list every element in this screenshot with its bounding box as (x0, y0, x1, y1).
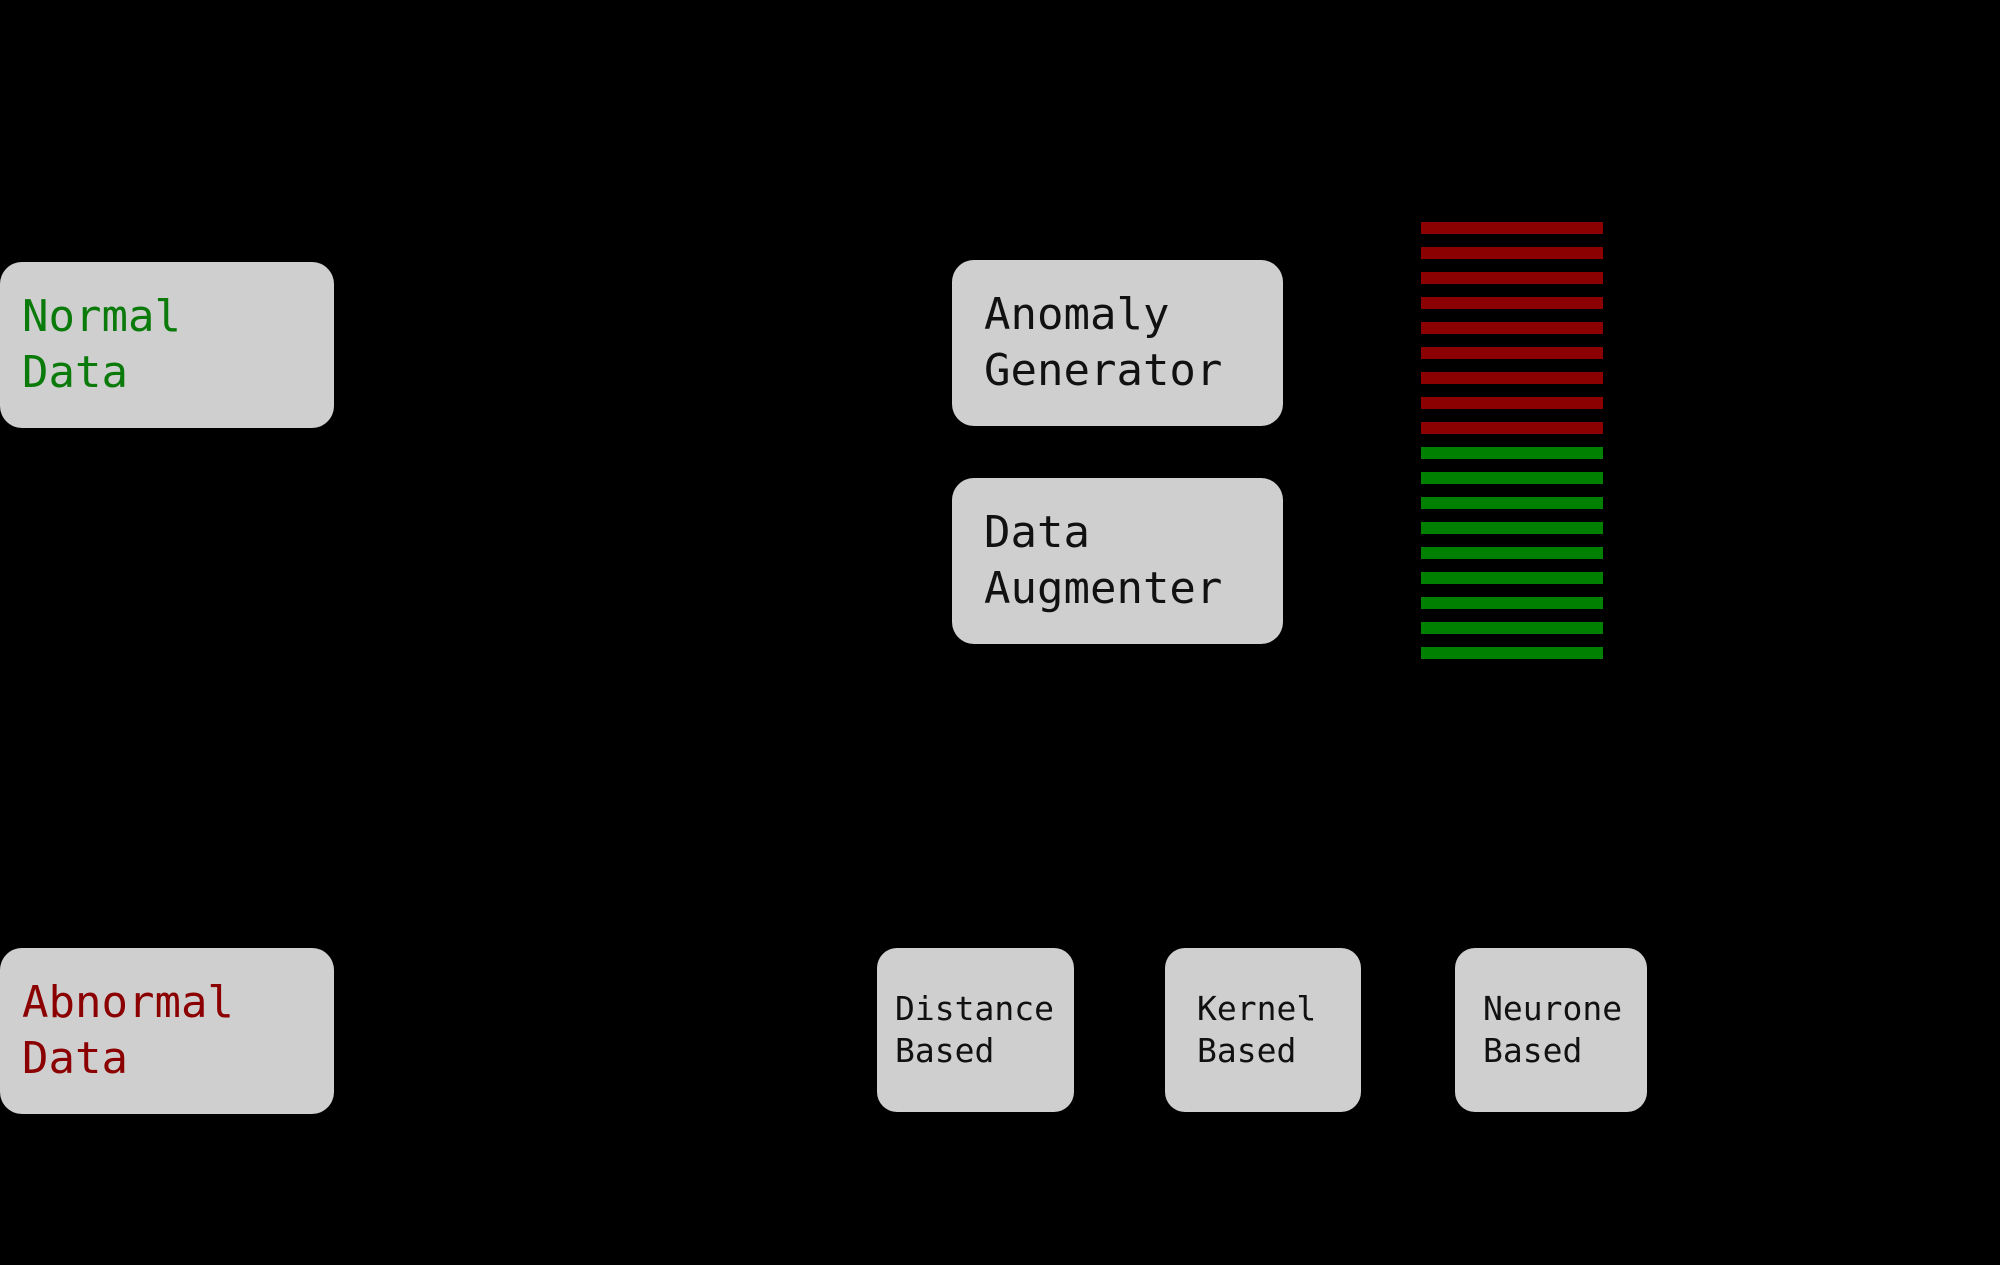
node-anomaly-generator-line2: Generator (984, 345, 1223, 396)
node-anomaly-generator-line1: Anomaly (984, 288, 1170, 340)
node-kernel-based-line1: Kernel (1197, 988, 1317, 1028)
node-distance-based[interactable]: Distance Based (877, 948, 1074, 1112)
stripe-stack (1421, 222, 1603, 674)
stripe-normal (1421, 522, 1603, 534)
stripe-normal (1421, 622, 1603, 634)
stripe-abnormal (1421, 422, 1603, 434)
stripe-abnormal (1421, 397, 1603, 409)
stripe-normal (1421, 497, 1603, 509)
node-neurone-based[interactable]: Neurone Based (1455, 948, 1647, 1112)
node-neurone-based-line1: Neurone (1483, 988, 1623, 1028)
node-data-augmenter[interactable]: Data Augmenter (952, 478, 1283, 644)
stripe-abnormal (1421, 272, 1603, 284)
stripe-normal (1421, 547, 1603, 559)
stripe-abnormal (1421, 297, 1603, 309)
node-abnormal-data-line2: Data (22, 1033, 128, 1084)
node-data-augmenter-line1: Data (984, 506, 1090, 558)
node-abnormal-data[interactable]: Abnormal Data (0, 948, 334, 1114)
stripe-abnormal (1421, 222, 1603, 234)
stripe-abnormal (1421, 347, 1603, 359)
node-kernel-based-line2: Based (1197, 1031, 1297, 1070)
node-neurone-based-line2: Based (1483, 1031, 1583, 1070)
node-distance-based-line1: Distance (895, 988, 1054, 1028)
node-kernel-based[interactable]: Kernel Based (1165, 948, 1361, 1112)
stripe-abnormal (1421, 322, 1603, 334)
stripe-normal (1421, 647, 1603, 659)
stripe-abnormal (1421, 372, 1603, 384)
stripe-normal (1421, 572, 1603, 584)
node-distance-based-line2: Based (895, 1031, 995, 1070)
node-data-augmenter-line2: Augmenter (984, 563, 1223, 614)
stripe-normal (1421, 447, 1603, 459)
stripe-abnormal (1421, 247, 1603, 259)
node-abnormal-data-line1: Abnormal (22, 976, 234, 1028)
node-normal-data-line1: Normal (22, 290, 181, 342)
stripe-normal (1421, 472, 1603, 484)
stripe-normal (1421, 597, 1603, 609)
node-anomaly-generator[interactable]: Anomaly Generator (952, 260, 1283, 426)
node-normal-data[interactable]: Normal Data (0, 262, 334, 428)
node-normal-data-line2: Data (22, 347, 128, 398)
